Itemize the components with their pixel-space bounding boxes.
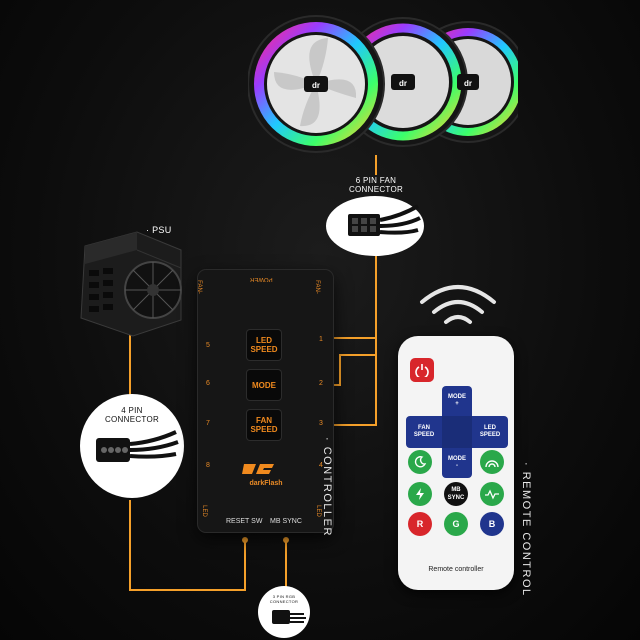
wireless-signal-icon bbox=[420, 285, 496, 324]
psu-label: · PSU bbox=[146, 225, 172, 235]
fan-1 bbox=[248, 15, 385, 153]
remote-mb-sync-button[interactable]: MB SYNC bbox=[444, 482, 468, 506]
controller-led-right-label: LED bbox=[314, 505, 321, 517]
controller-title: · CONTROLLER bbox=[321, 437, 333, 537]
remote-control-title: · REMOTE CONTROL bbox=[520, 462, 532, 597]
four-pin-connector-label: 4 PIN CONNECTOR bbox=[104, 406, 160, 424]
pulse-icon bbox=[485, 489, 499, 500]
three-pin-rgb-connector-callout: 3 PIN RGB CONNECTOR bbox=[258, 586, 310, 638]
wire-4pin-to-reset bbox=[129, 500, 246, 591]
controller-port-5: 5 bbox=[206, 342, 210, 349]
six-pin-connector-icon bbox=[348, 204, 421, 236]
remote-controller-title: Remote controller bbox=[428, 566, 484, 573]
lightning-icon bbox=[416, 488, 424, 500]
darkflash-logo-icon bbox=[242, 464, 274, 474]
remote-rainbow-button[interactable] bbox=[480, 450, 504, 474]
controller-brand: darkFlash bbox=[249, 480, 283, 487]
remote-moon-button[interactable] bbox=[408, 450, 432, 474]
three-pin-rgb-connector-label: 3 PIN RGB CONNECTOR bbox=[269, 594, 299, 604]
controller-led-left-label: LED bbox=[200, 505, 207, 517]
controller-power-label: POWER bbox=[250, 276, 273, 282]
controller-fan-right-label: FAN- bbox=[313, 280, 320, 294]
remote-g-button[interactable]: G bbox=[444, 512, 468, 536]
controller-mode-button[interactable]: MODE bbox=[247, 370, 281, 400]
remote-flash-button[interactable] bbox=[408, 482, 432, 506]
controller-reset-sw-label: RESET SW bbox=[226, 518, 263, 525]
fan-hub-logo-2 bbox=[391, 74, 415, 90]
controller-port-2: 2 bbox=[319, 380, 323, 387]
fan-hub-logo-1 bbox=[304, 76, 328, 92]
controller-fan-left-label: FAN- bbox=[195, 280, 202, 294]
wire-port3 bbox=[328, 390, 377, 426]
remote-fan-speed-button[interactable]: FAN SPEED bbox=[406, 416, 442, 448]
fan-hub-logo-3 bbox=[457, 74, 479, 90]
six-pin-connector-callout bbox=[326, 196, 424, 256]
rainbow-icon bbox=[485, 460, 499, 468]
four-pin-connector-callout: 4 PIN CONNECTOR bbox=[80, 394, 184, 498]
controller-port-8: 8 bbox=[206, 462, 210, 469]
controller-hub: FAN- FAN- POWER LED SPEED MODE FAN SPEED… bbox=[195, 270, 333, 532]
psu-image bbox=[80, 231, 182, 337]
wire-connector-to-port1 bbox=[328, 255, 377, 339]
fan-logo-text-3: dr bbox=[464, 79, 472, 88]
remote-b-button[interactable]: B bbox=[480, 512, 504, 536]
three-pin-rgb-connector-icon bbox=[272, 610, 306, 624]
controller-mb-sync-label: MB SYNC bbox=[270, 518, 302, 525]
fan-logo-text-2: dr bbox=[399, 79, 407, 88]
remote-power-button[interactable] bbox=[410, 358, 434, 382]
power-icon bbox=[415, 364, 429, 377]
moon-icon bbox=[414, 456, 427, 468]
remote-controller: MODE + FAN SPEED LED SPEED MODE - MB SYN… bbox=[398, 336, 514, 590]
rgb-fans: dr dr dr bbox=[248, 15, 518, 153]
four-pin-connector-icon bbox=[96, 430, 179, 462]
remote-mode-minus-button[interactable]: MODE - bbox=[442, 448, 472, 478]
controller-port-6: 6 bbox=[206, 380, 210, 387]
controller-port-4: 4 bbox=[319, 462, 323, 469]
remote-led-speed-button[interactable]: LED SPEED bbox=[472, 416, 508, 448]
fan-logo-text-1: dr bbox=[312, 81, 320, 90]
remote-pulse-button[interactable] bbox=[480, 482, 504, 506]
six-pin-fan-connector-label: 6 PIN FAN CONNECTOR bbox=[348, 176, 404, 194]
controller-port-7: 7 bbox=[206, 420, 210, 427]
controller-port-3: 3 bbox=[319, 420, 323, 427]
controller-fan-speed-button[interactable]: FAN SPEED bbox=[247, 410, 281, 440]
controller-led-speed-button[interactable]: LED SPEED bbox=[247, 330, 281, 360]
remote-dpad-center bbox=[442, 416, 472, 448]
remote-mode-plus-button[interactable]: MODE + bbox=[442, 386, 472, 416]
wire-port2 bbox=[328, 338, 377, 386]
remote-r-button[interactable]: R bbox=[408, 512, 432, 536]
controller-port-1: 1 bbox=[319, 336, 323, 343]
